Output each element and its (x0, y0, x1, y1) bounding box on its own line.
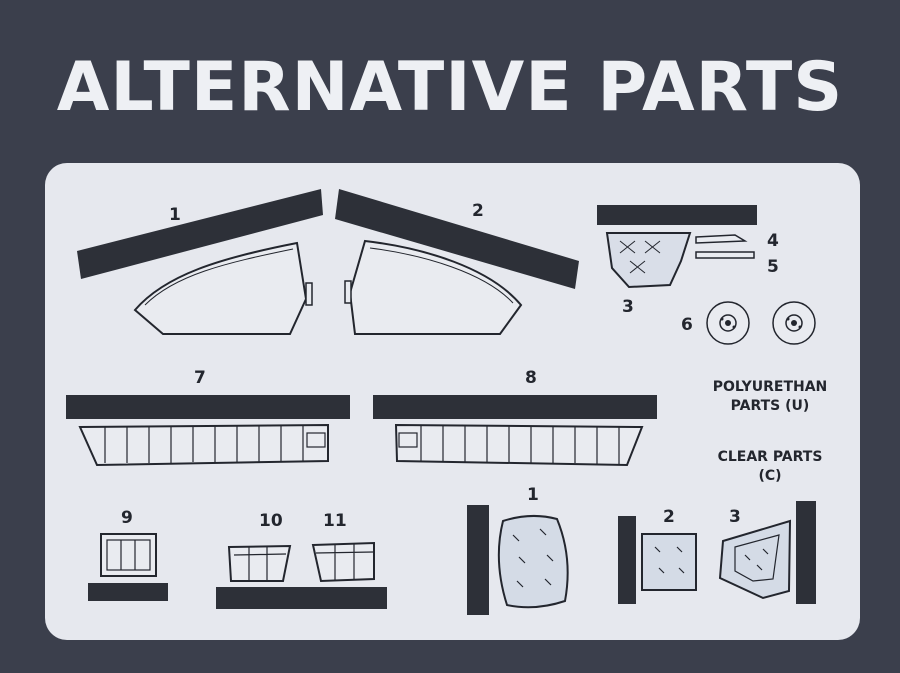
part-11-frame (311, 541, 375, 583)
label-part-7: 7 (194, 368, 206, 388)
label-part-2: 2 (472, 201, 484, 221)
clear-2-pane (641, 533, 697, 591)
clear-1-runner (467, 505, 489, 615)
label-part-5: 5 (767, 257, 779, 277)
part-1-runner (77, 189, 323, 279)
label-part-4: 4 (767, 231, 779, 251)
part-7-runner (66, 395, 350, 419)
label-clear-1: 1 (527, 485, 539, 505)
part-6-wheel-right (772, 301, 816, 345)
parts-sheet: 1 2 3 4 5 6 7 8 9 10 11 1 2 3 POLYURETHA… (45, 163, 860, 640)
legend-clear: CLEAR PARTS (C) (685, 448, 855, 486)
part-3-windscreen (605, 232, 692, 289)
part-3-runner (597, 205, 757, 225)
label-part-9: 9 (121, 508, 133, 528)
part-10-11-runner (216, 587, 387, 609)
part-7-canopy (78, 423, 329, 467)
part-8-canopy (394, 423, 644, 467)
parts-drawing (66, 189, 816, 615)
part-9-runner (88, 583, 168, 601)
legend-clear-line1: CLEAR PARTS (717, 449, 823, 465)
label-part-11: 11 (323, 511, 347, 531)
label-part-8: 8 (525, 368, 537, 388)
page-title: ALTERNATIVE PARTS (56, 48, 844, 127)
legend-clear-line2: (C) (758, 468, 782, 484)
legend-polyurethan-line1: POLYURETHAN (712, 379, 828, 395)
label-part-1: 1 (169, 205, 181, 225)
part-4 (695, 234, 748, 244)
part-9-frame (100, 533, 157, 577)
legend-polyurethan-line2: PARTS (U) (730, 398, 810, 414)
part-8-runner (373, 395, 657, 419)
clear-3-windscreen (718, 519, 792, 600)
part-1-canopy (133, 241, 308, 335)
part-10-frame (227, 544, 292, 582)
part-5 (695, 251, 755, 259)
part-2-runner (335, 189, 579, 289)
label-part-3: 3 (622, 297, 634, 317)
label-part-10: 10 (259, 511, 283, 531)
label-clear-2: 2 (663, 507, 675, 527)
clear-3-runner (796, 501, 816, 604)
part-2-canopy (348, 239, 523, 335)
label-clear-3: 3 (729, 507, 741, 527)
label-part-6: 6 (681, 315, 693, 335)
legend-polyurethan: POLYURETHAN PARTS (U) (685, 378, 855, 416)
clear-1-canopy (497, 515, 569, 609)
part-6-wheel-left (706, 301, 750, 345)
clear-2-runner (618, 516, 636, 604)
